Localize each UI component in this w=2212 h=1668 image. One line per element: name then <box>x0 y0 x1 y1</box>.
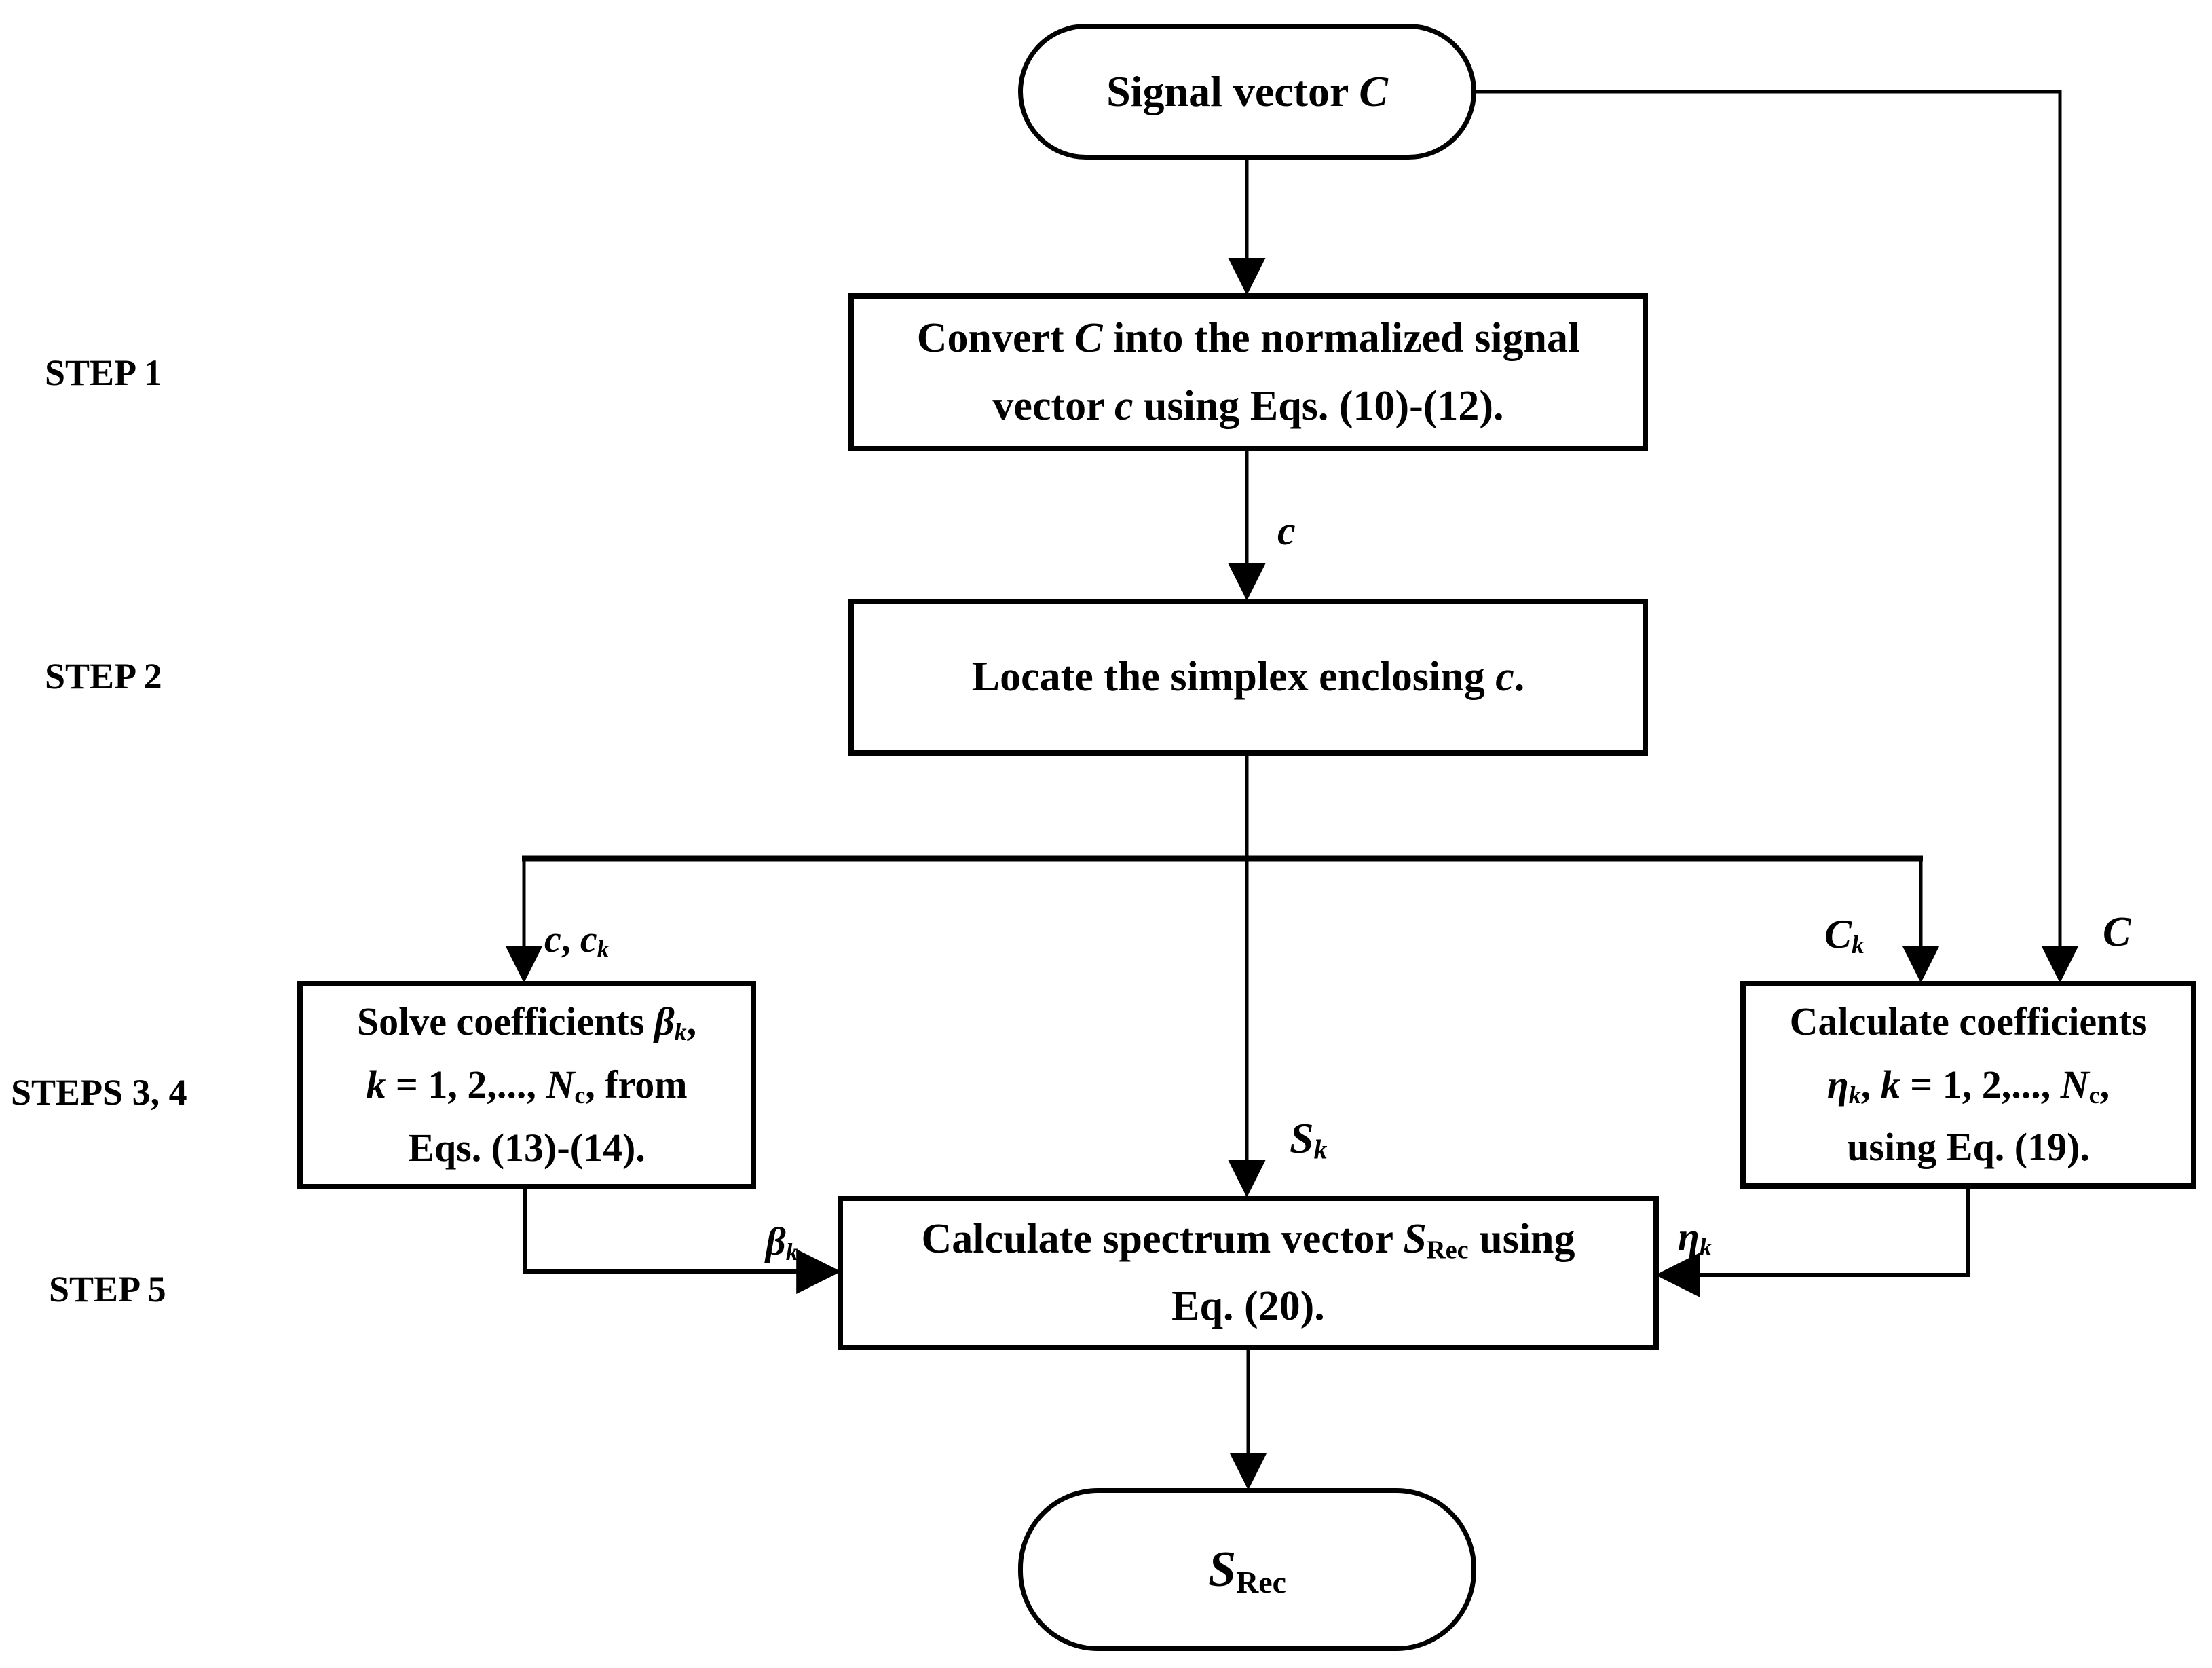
calc-l2f: , <box>2099 1062 2110 1107</box>
start-label: Signal vector C <box>1106 57 1388 126</box>
solve-l2csub: c <box>574 1081 586 1109</box>
process-solve-box: Solve coefficients βk, k = 1, 2,..., Nc,… <box>297 981 756 1189</box>
edge-label-Sk: Sk <box>1290 1113 1327 1166</box>
locate-b: c <box>1495 653 1514 700</box>
edge-label-Ck: Ck <box>1824 911 1864 960</box>
calc-l2esub: c <box>2088 1081 2100 1109</box>
edge-start-to-calc-C-path <box>1474 90 2079 983</box>
end-terminator: SRec <box>1018 1488 1476 1651</box>
solve-line-3: Eqs. (13)-(14). <box>408 1117 645 1180</box>
process-convert-box: Convert C into the normalized signal vec… <box>848 293 1648 451</box>
c-ck-b: , <box>561 919 580 961</box>
calc-l1: Calculate coefficients <box>1789 999 2148 1043</box>
start-label-text: Signal vector <box>1106 67 1360 115</box>
convert-l2b: c <box>1114 382 1133 429</box>
process-calc-box: Calculate coefficients ηk, k = 1, 2,...,… <box>1740 981 2196 1189</box>
locate-line: Locate the simplex enclosing c. <box>972 644 1525 711</box>
edge-label-c: c <box>1277 508 1296 553</box>
convert-l2c: using Eqs. (10)-(12). <box>1133 382 1504 429</box>
calc-l2c: k <box>1880 1062 1900 1107</box>
solve-l2b: = 1, 2,..., <box>386 1062 546 1107</box>
solve-l2d: , from <box>585 1062 688 1107</box>
end-label-symbol: S <box>1207 1541 1237 1597</box>
edge-label-eta-k: ηk <box>1678 1214 1712 1261</box>
calc-line-2: ηk, k = 1, 2,..., Nc, <box>1827 1054 2110 1117</box>
calc-line-3: using Eq. (19). <box>1847 1116 2090 1179</box>
c-ck-c: c <box>580 919 597 961</box>
c-ck-a: c <box>544 919 561 961</box>
calc-l2b: , <box>1860 1062 1881 1107</box>
end-label: SRec <box>1208 1530 1286 1610</box>
start-label-symbol: C <box>1359 67 1388 115</box>
solve-l1b: β <box>654 999 675 1044</box>
convert-line-1: Convert C into the normalized signal <box>917 305 1580 372</box>
convert-line-2: vector c using Eqs. (10)-(12). <box>992 373 1503 440</box>
calc-l3: using Eq. (19). <box>1847 1125 2090 1170</box>
calc-l2a: η <box>1826 1062 1849 1107</box>
calc-l2d: = 1, 2,..., <box>1900 1062 2061 1107</box>
solve-l2a: k <box>366 1062 386 1107</box>
beta-sub: k <box>785 1238 798 1265</box>
spectrum-l1bsub: Rec <box>1426 1236 1469 1265</box>
spectrum-l1a: Calculate spectrum vector <box>921 1215 1404 1262</box>
end-label-subscript: Rec <box>1236 1564 1286 1599</box>
ck-a: C <box>1824 912 1852 957</box>
locate-c: . <box>1514 653 1525 700</box>
sk-sub: k <box>1313 1134 1328 1165</box>
label-step-1: STEP 1 <box>45 352 162 393</box>
label-step-2: STEP 2 <box>45 656 162 697</box>
process-spectrum-box: Calculate spectrum vector SRec using Eq.… <box>838 1196 1659 1350</box>
process-locate-box: Locate the simplex enclosing c. <box>848 599 1648 756</box>
sk-a: S <box>1290 1114 1314 1162</box>
solve-l1a: Solve coefficients <box>356 999 654 1044</box>
convert-l1b: C <box>1074 315 1103 362</box>
label-steps-3-4: STEPS 3, 4 <box>11 1072 187 1113</box>
spectrum-line-2: Eq. (20). <box>1171 1273 1325 1340</box>
c-ck-sub: k <box>597 935 610 963</box>
solve-line-2: k = 1, 2,..., Nc, from <box>366 1054 687 1117</box>
edge-label-beta-k: βk <box>766 1219 798 1266</box>
solve-l2c: N <box>546 1062 575 1107</box>
solve-l1c: , <box>686 999 697 1044</box>
eta-sub: k <box>1699 1233 1712 1261</box>
spectrum-l1c: using <box>1468 1215 1575 1262</box>
convert-l1a: Convert <box>916 315 1075 362</box>
eta-a: η <box>1678 1215 1700 1259</box>
locate-a: Locate the simplex enclosing <box>971 653 1496 700</box>
calc-l2e: N <box>2060 1062 2089 1107</box>
spectrum-line-1: Calculate spectrum vector SRec using <box>921 1206 1575 1273</box>
edge-calc-to-spectrum <box>1655 1189 1970 1297</box>
solve-l1bsub: k <box>674 1018 687 1046</box>
solve-line-1: Solve coefficients βk, <box>357 990 696 1054</box>
beta-a: β <box>766 1219 786 1263</box>
label-step-5: STEP 5 <box>49 1269 166 1310</box>
edge-label-C: C <box>2103 909 2131 955</box>
edge-solve-to-spectrum <box>523 1189 842 1294</box>
start-terminator: Signal vector C <box>1018 24 1476 160</box>
spectrum-l2: Eq. (20). <box>1171 1283 1325 1329</box>
convert-l1c: into the normalized signal <box>1102 315 1580 362</box>
ck-sub: k <box>1852 931 1864 960</box>
convert-l2a: vector <box>992 382 1115 429</box>
edge-label-c-ck: c, ck <box>544 918 609 963</box>
calc-l2asub: k <box>1848 1081 1861 1109</box>
solve-l3: Eqs. (13)-(14). <box>408 1125 645 1170</box>
calc-line-1: Calculate coefficients <box>1790 990 2148 1054</box>
spectrum-l1b: S <box>1403 1215 1427 1262</box>
